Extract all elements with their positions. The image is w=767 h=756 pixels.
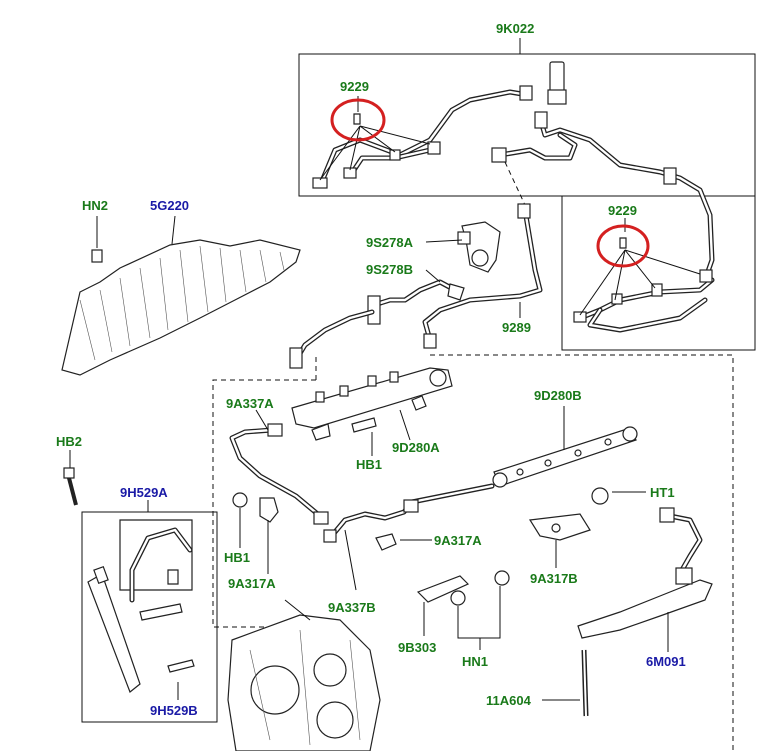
- glow-plug-11A604: [542, 649, 589, 717]
- label-HT1: HT1: [650, 485, 675, 500]
- hose-9S278: [367, 221, 501, 325]
- label-9289: 9289: [502, 320, 531, 335]
- label-9A317B: 9A317B: [530, 571, 578, 586]
- label-HB2: HB2: [56, 434, 82, 449]
- label-9D280B: 9D280B: [534, 388, 582, 403]
- return-hose-9K022: [312, 38, 715, 283]
- label-9A317A-right: 9A317A: [434, 533, 482, 548]
- label-9H529B: 9H529B: [150, 703, 198, 718]
- label-9H529A: 9H529A: [120, 485, 168, 500]
- box-9D280-dashed: [430, 354, 734, 751]
- label-9K022: 9K022: [496, 21, 534, 36]
- label-9S278B: 9S278B: [366, 262, 413, 277]
- connector-dashdot: [504, 161, 526, 206]
- return-hose-9K022-side: [573, 269, 715, 333]
- box-9K022-side: [561, 196, 756, 351]
- label-9229-upper: 9229: [340, 79, 369, 94]
- injector-9H529: [87, 500, 195, 700]
- pipe-9A337: [229, 409, 495, 591]
- label-HN1: HN1: [462, 654, 488, 669]
- pipe-9289: [289, 203, 543, 369]
- label-9S278A: 9S278A: [366, 235, 414, 250]
- fuel-rail-9D280A: [291, 367, 453, 456]
- box-9A337-dashed: [212, 379, 316, 628]
- clamp-9A317A: [232, 492, 432, 574]
- bolt-HB2: [63, 450, 78, 506]
- box-9K022-top: [298, 53, 756, 197]
- highlight-circle-upper: [330, 98, 386, 142]
- label-HB1-upper: HB1: [356, 457, 382, 472]
- clip-9229-upper: [319, 96, 431, 181]
- label-9A337A: 9A337A: [226, 396, 274, 411]
- fuel-rail-9D280B: [492, 406, 638, 488]
- label-9229-lower: 9229: [608, 203, 637, 218]
- label-9D280A: 9D280A: [392, 440, 440, 455]
- heat-shield-5G220: [61, 215, 301, 376]
- label-11A604: 11A604: [486, 693, 532, 708]
- label-HB1-lower: HB1: [224, 550, 250, 565]
- label-9B303: 9B303: [398, 640, 436, 655]
- label-6M091: 6M091: [646, 654, 686, 669]
- harness-6M091: [577, 507, 713, 652]
- label-5G220: 5G220: [150, 198, 189, 213]
- fuel-pump: [227, 599, 381, 752]
- bracket-9A317B: [528, 487, 646, 568]
- label-HN2: HN2: [82, 198, 108, 213]
- clip-9229-lower: [579, 218, 701, 316]
- highlight-circle-lower: [596, 224, 650, 268]
- bracket-9B303: [416, 570, 510, 650]
- box-9H529: [81, 511, 218, 723]
- label-9A337B: 9A337B: [328, 600, 376, 615]
- label-9A317A-left: 9A317A: [228, 576, 276, 591]
